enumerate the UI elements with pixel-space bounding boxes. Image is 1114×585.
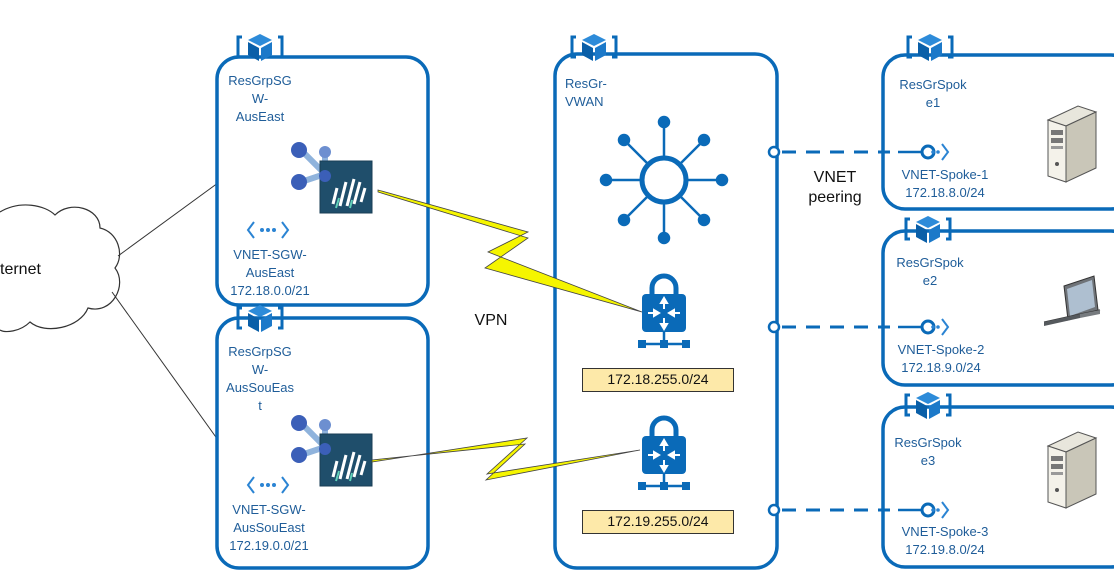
rg-spoke2-name: ResGrSpok e2	[896, 255, 964, 288]
internet-label: ternet	[0, 261, 41, 278]
virtual-hub-icon	[599, 115, 729, 245]
rg-sgw-aussoueast-name: ResGrpSG W- AusSouEas t	[226, 344, 294, 413]
vnet-spoke2-label: VNET-Spoke-2 172.18.9.0/24	[897, 342, 985, 375]
vpn-link-2	[371, 437, 641, 481]
rg-vwan-name: ResGr- VWAN	[565, 76, 607, 109]
gateway-subnet-1: 172.18.255.0/24	[582, 368, 734, 392]
rg-spoke1-name: ResGrSpok e1	[899, 77, 967, 110]
cloud-icon	[0, 204, 121, 333]
vnet-spoke3-label: VNET-Spoke-3 172.19.8.0/24	[901, 524, 989, 557]
peering-links	[767, 145, 890, 517]
vnet-sgw-aussoueast-label: VNET-SGW- AusSouEast 172.19.0.0/21	[229, 502, 309, 553]
rg-spoke3-name: ResGrSpok e3	[894, 435, 962, 468]
gateway-subnet-2: 172.19.255.0/24	[582, 510, 734, 534]
vnet-sgw-auseast-label: VNET-SGW- AusEast 172.18.0.0/21	[230, 247, 310, 298]
rg-box-spoke2	[881, 229, 1114, 387]
server-icon	[1047, 105, 1097, 183]
vnet-spoke1-label: VNET-Spoke-1 172.18.8.0/24	[901, 167, 989, 200]
vpn-link-1	[377, 189, 643, 313]
server-icon	[1047, 431, 1097, 509]
internet-link-1	[117, 179, 223, 257]
vpn-label: VPN	[474, 312, 508, 329]
rg-sgw-auseast-name: ResGrpSG W- AusEast	[228, 73, 292, 124]
peering-label: VNET peering	[808, 169, 862, 206]
internet-link-2	[111, 291, 219, 441]
